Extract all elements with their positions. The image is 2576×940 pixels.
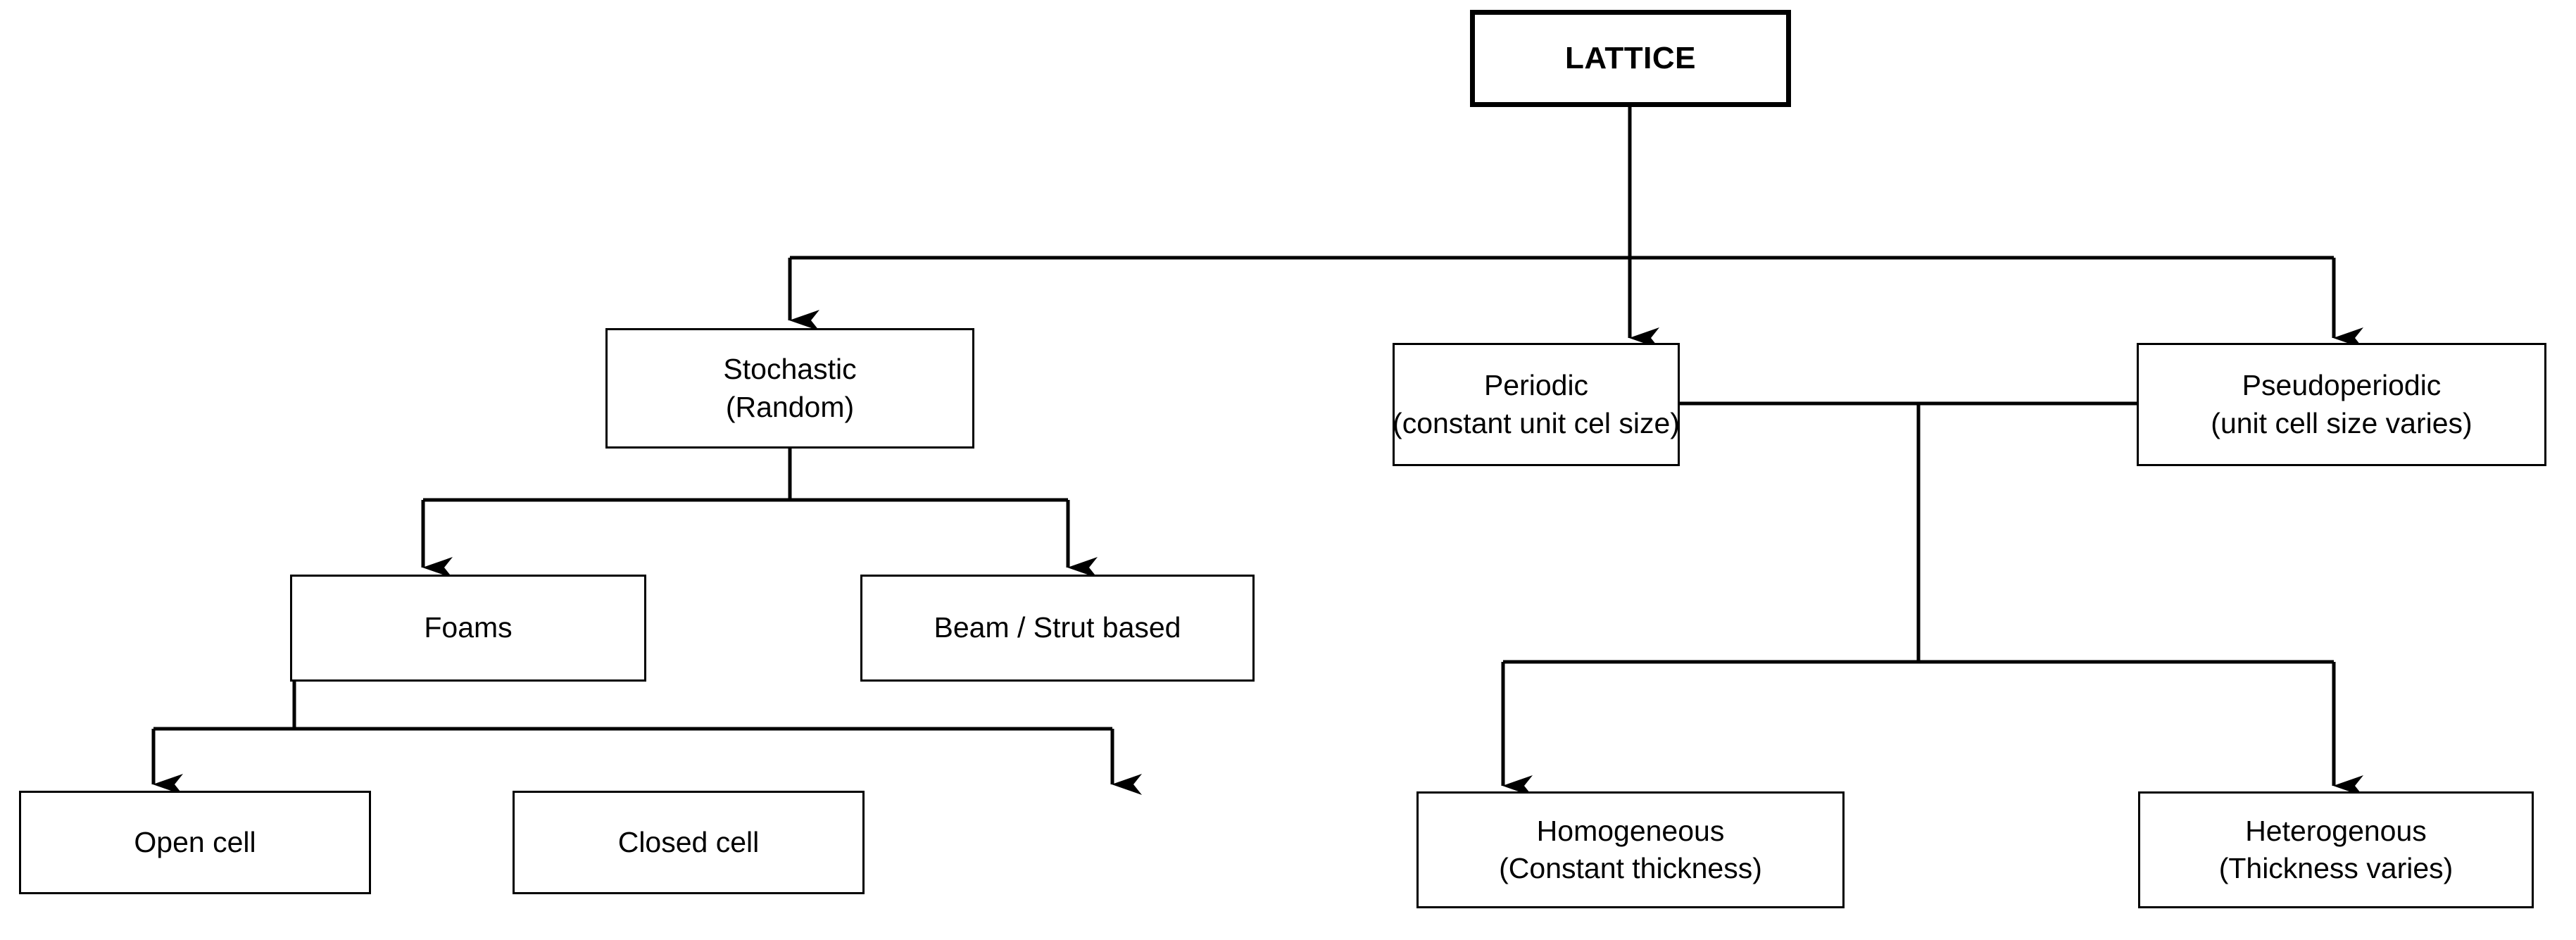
node-periodic-line2: (constant unit cel size)	[1393, 406, 1680, 439]
node-lattice[interactable]: LATTICE	[1470, 10, 1791, 107]
node-open-cell[interactable]: Open cell	[19, 791, 371, 894]
node-closed-cell-line1: Closed cell	[617, 825, 760, 858]
node-heterogenous-line2: (Thickness varies)	[2218, 852, 2454, 884]
node-periodic[interactable]: Periodic (constant unit cel size)	[1393, 343, 1680, 466]
node-open-cell-line1: Open cell	[134, 825, 256, 858]
node-pseudoperiodic-line1: Pseudoperiodic	[2242, 369, 2442, 402]
node-heterogenous-line1: Heterogenous	[2245, 814, 2427, 847]
node-pseudoperiodic-line2: (unit cell size varies)	[2211, 406, 2473, 439]
node-stochastic-line1: Stochastic	[723, 353, 857, 386]
node-pseudoperiodic[interactable]: Pseudoperiodic (unit cell size varies)	[2137, 343, 2546, 466]
node-periodic-line1: Periodic	[1483, 369, 1589, 402]
node-beam-strut-based-line1: Beam / Strut based	[934, 611, 1181, 644]
node-foams[interactable]: Foams	[290, 575, 646, 682]
node-homogeneous-line1: Homogeneous	[1536, 814, 1725, 847]
node-closed-cell[interactable]: Closed cell	[513, 791, 865, 894]
node-homogeneous[interactable]: Homogeneous (Constant thickness)	[1416, 791, 1845, 908]
node-homogeneous-line2: (Constant thickness)	[1499, 852, 1762, 884]
node-lattice-line1: LATTICE	[1565, 41, 1696, 76]
node-heterogenous[interactable]: Heterogenous (Thickness varies)	[2138, 791, 2534, 908]
node-stochastic-line2: (Random)	[725, 390, 855, 423]
node-beam-strut-based[interactable]: Beam / Strut based	[860, 575, 1255, 682]
node-stochastic[interactable]: Stochastic (Random)	[605, 328, 974, 449]
node-foams-line1: Foams	[424, 611, 513, 644]
